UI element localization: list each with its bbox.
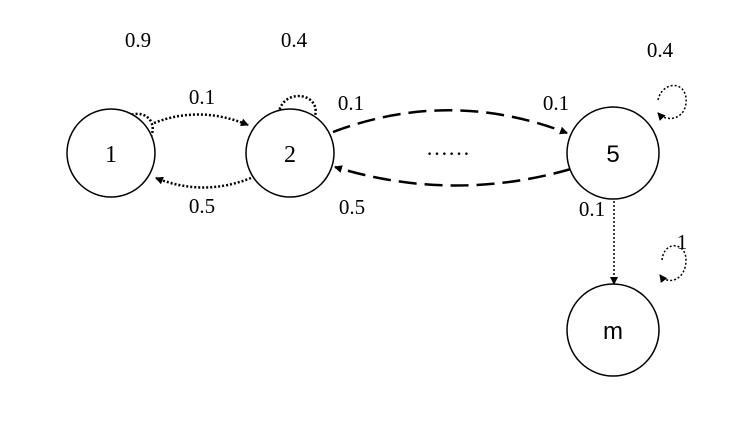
self-loop-m (659, 245, 687, 284)
node-2-label: 2 (284, 142, 296, 168)
edge-2-5-label: 0.1 (338, 91, 364, 115)
loop-m-label: 1 (677, 230, 688, 254)
node-1-label: 1 (105, 142, 117, 168)
loop-5-label: 0.4 (647, 38, 674, 62)
loop-1-label: 0.9 (125, 28, 151, 52)
node-5-circle (566, 106, 660, 200)
edge-5-2-label: 0.5 (339, 195, 365, 219)
loop-2-label: 0.4 (281, 28, 308, 52)
edge-5-m-label: 0.1 (579, 197, 605, 221)
edge-1-to-2 (153, 113, 249, 127)
node-m-label: m (603, 318, 623, 345)
edge-2-to-1 (155, 176, 252, 189)
ellipsis-label: …… (426, 135, 470, 160)
node-m-circle (566, 283, 660, 377)
self-loop-5 (657, 84, 687, 121)
node-5-label: 5 (606, 141, 619, 168)
edge-2-1-label: 0.5 (189, 194, 215, 218)
node-2-circle (245, 108, 335, 198)
self-loop-2 (277, 94, 317, 136)
edge-1-2-label: 0.1 (189, 85, 215, 109)
edge-5-to-2 (334, 165, 572, 187)
edge-2-5-target-label: 0.1 (543, 91, 569, 115)
node-1-circle (66, 108, 156, 198)
edge-2-to-5 (332, 109, 568, 135)
